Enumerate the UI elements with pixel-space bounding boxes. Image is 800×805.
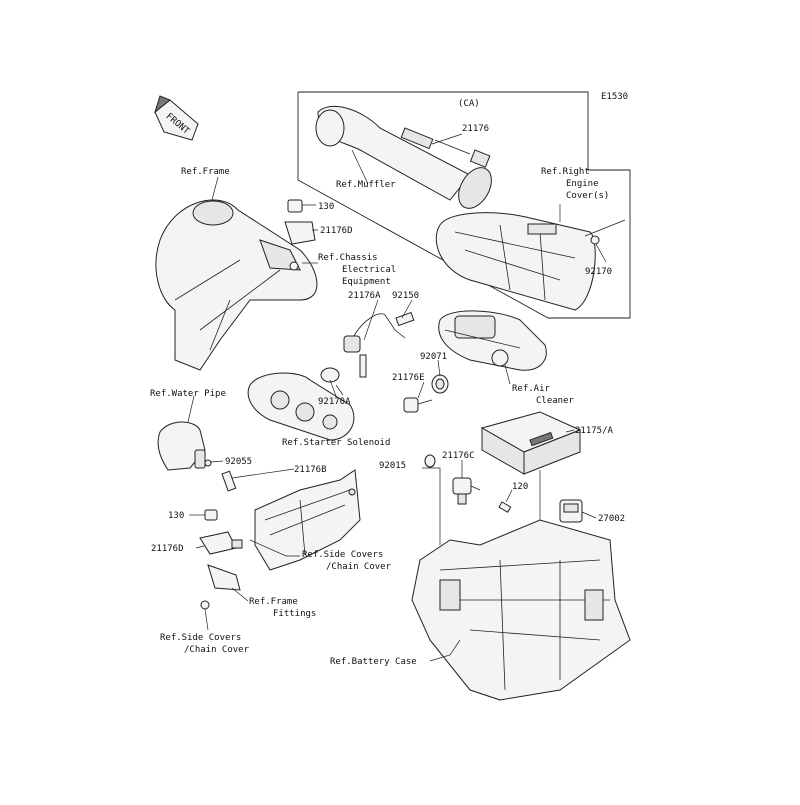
label-21176C: 21176C bbox=[442, 451, 475, 461]
label-92015: 92015 bbox=[379, 461, 406, 471]
sensor-21176D-bottom bbox=[199, 509, 243, 610]
label-ref-water-pipe: Ref.Water Pipe bbox=[150, 389, 226, 399]
label-21176: 21176 bbox=[462, 124, 489, 134]
right-engine-cover bbox=[435, 212, 626, 311]
label-ref-side-covers-top-2: /Chain Cover bbox=[326, 562, 392, 572]
label-21176E: 21176E bbox=[392, 373, 425, 383]
starter-solenoid bbox=[247, 367, 355, 441]
sensor-21176C bbox=[452, 477, 481, 505]
relay-27002 bbox=[559, 499, 583, 523]
front-arrow: FRONT bbox=[154, 95, 199, 141]
label-27002: 27002 bbox=[598, 514, 625, 524]
sensor-21176D-top bbox=[284, 199, 318, 271]
label-130-top: 130 bbox=[318, 202, 334, 212]
air-cleaner bbox=[438, 310, 547, 371]
label-130-bottom: 130 bbox=[168, 511, 184, 521]
label-ref-battery-case: Ref.Battery Case bbox=[330, 657, 417, 667]
bolt-120 bbox=[498, 501, 512, 513]
label-ref-muffler: Ref.Muffler bbox=[336, 180, 396, 190]
label-21176A: 21176A bbox=[348, 291, 381, 301]
label-ref-frame-fittings-1: Ref.Frame bbox=[249, 597, 298, 607]
label-21176B: 21176B bbox=[294, 465, 327, 475]
grommet-92071 bbox=[431, 374, 449, 394]
label-ref-right-2: Engine bbox=[566, 179, 599, 189]
label-ref-air-1: Ref.Air bbox=[512, 384, 551, 394]
label-ca: (CA) bbox=[458, 99, 480, 109]
label-ref-right-3: Cover(s) bbox=[566, 191, 609, 201]
muffler-pipe bbox=[315, 105, 492, 209]
label-ref-starter-solenoid: Ref.Starter Solenoid bbox=[282, 438, 390, 448]
label-92170: 92170 bbox=[585, 267, 612, 277]
sensor-21176A bbox=[343, 311, 415, 378]
frame-part bbox=[155, 199, 318, 371]
muffler-box-frame bbox=[297, 91, 631, 319]
label-21176D-top: 21176D bbox=[320, 226, 353, 236]
side-cover-bracket bbox=[254, 469, 361, 571]
label-ref-frame: Ref.Frame bbox=[181, 167, 230, 177]
diagram-id: E1530 bbox=[601, 92, 628, 102]
sensor-21176E bbox=[403, 397, 433, 413]
label-ref-chassis-3: Equipment bbox=[342, 277, 391, 287]
label-21175A: 21175/A bbox=[575, 426, 614, 436]
label-ref-side-covers-bottom-1: Ref.Side Covers bbox=[160, 633, 241, 643]
label-92071: 92071 bbox=[420, 352, 447, 362]
label-ref-chassis-1: Ref.Chassis bbox=[318, 253, 378, 263]
label-ref-side-covers-bottom-2: /Chain Cover bbox=[184, 645, 250, 655]
washer-92015 bbox=[424, 454, 436, 468]
label-120: 120 bbox=[512, 482, 528, 492]
label-ref-right-1: Ref.Right bbox=[541, 167, 590, 177]
leader-lines bbox=[187, 133, 607, 662]
ecu-21175A bbox=[480, 411, 582, 475]
label-ref-chassis-2: Electrical bbox=[342, 265, 396, 275]
label-92170A: 92170A bbox=[318, 397, 351, 407]
label-92055: 92055 bbox=[225, 457, 252, 467]
label-ref-frame-fittings-2: Fittings bbox=[273, 609, 316, 619]
water-pipe bbox=[157, 421, 237, 492]
label-ref-air-2: Cleaner bbox=[536, 396, 575, 406]
battery-case bbox=[411, 519, 631, 701]
label-ref-side-covers-top-1: Ref.Side Covers bbox=[302, 550, 383, 560]
label-92150: 92150 bbox=[392, 291, 419, 301]
label-21176D-bottom: 21176D bbox=[151, 544, 184, 554]
